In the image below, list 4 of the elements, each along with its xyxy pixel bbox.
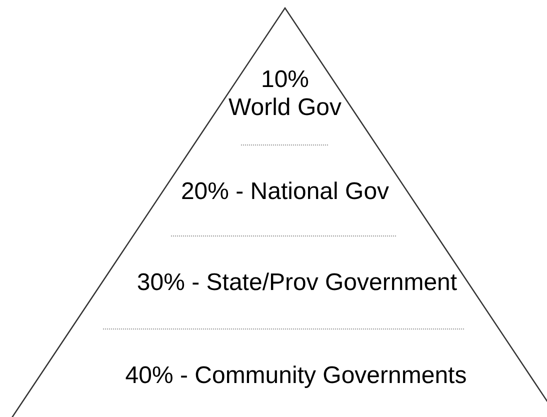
tier-label: 30% - State/Prov Government [136,269,458,297]
tier-label: 20% - National Gov [180,178,390,206]
tier-label: 10% World Gov [227,66,343,122]
tier-label: 40% - Community Governments [125,362,467,390]
